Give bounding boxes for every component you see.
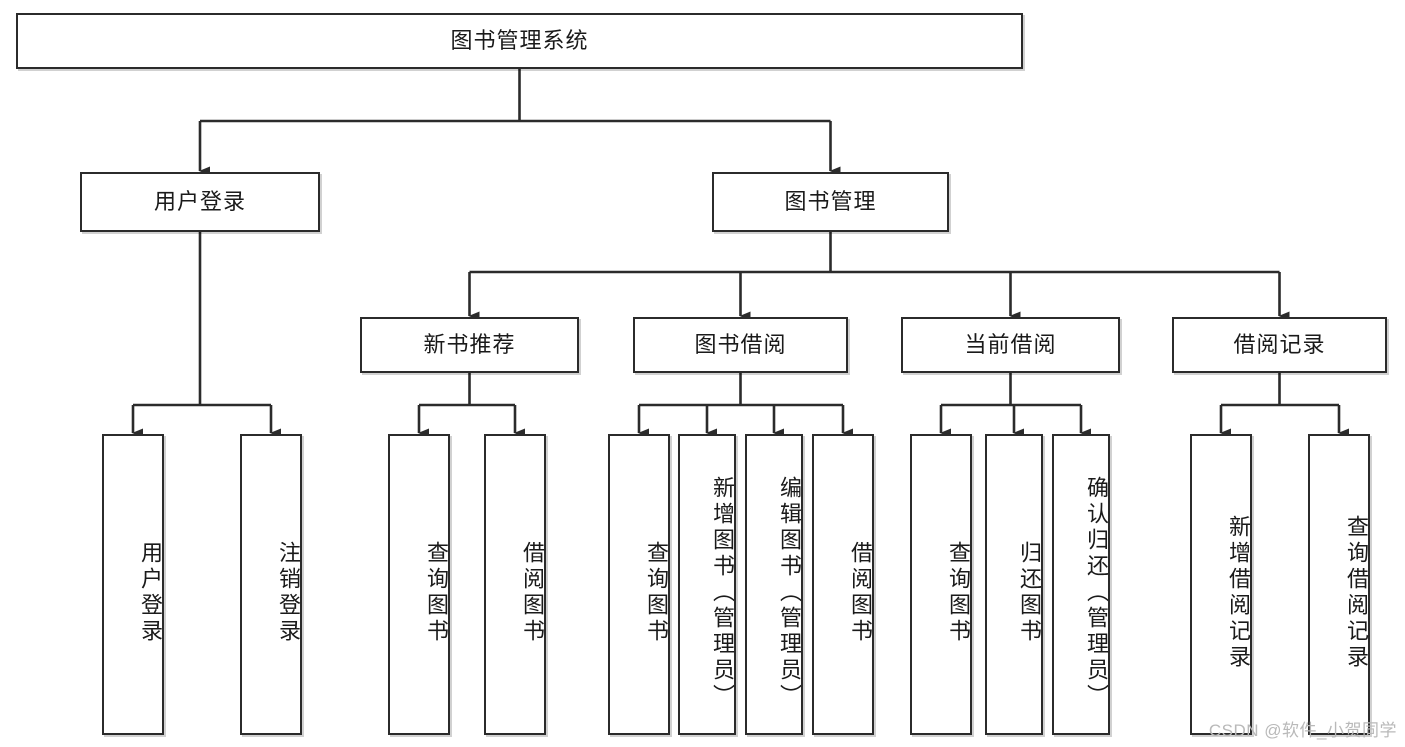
node-leaf-bor-1[interactable]: 查询图书	[608, 434, 670, 735]
node-borrow[interactable]: 图书借阅	[633, 317, 848, 373]
node-label: 查询图书	[424, 540, 449, 645]
node-label: 新增图书（管理员）	[710, 475, 735, 710]
csdn-watermark: CSDN @软件_小贺同学	[1208, 721, 1397, 740]
node-label: 编辑图书（管理员）	[777, 475, 802, 710]
node-label: 归还图书	[1017, 540, 1042, 645]
node-label: 确认归还（管理员）	[1084, 475, 1109, 710]
node-leaf-bor-4[interactable]: 借阅图书	[812, 434, 874, 735]
node-label: 用户登录	[138, 540, 163, 645]
node-label: 图书借阅	[694, 331, 787, 357]
node-leaf-bor-3[interactable]: 编辑图书（管理员）	[745, 434, 803, 735]
node-label: 查询图书	[946, 540, 971, 645]
node-label: 当前借阅	[964, 331, 1057, 357]
node-label: 借阅图书	[520, 540, 545, 645]
node-label: 查询图书	[644, 540, 669, 645]
node-leaf-rec-2[interactable]: 查询借阅记录	[1308, 434, 1370, 735]
node-label: 新增借阅记录	[1226, 514, 1251, 671]
node-label: 查询借阅记录	[1344, 514, 1369, 671]
node-label: 图书管理	[784, 188, 877, 214]
node-leaf-login-1[interactable]: 用户登录	[102, 434, 164, 735]
node-leaf-cur-1[interactable]: 查询图书	[910, 434, 972, 735]
node-newbook[interactable]: 新书推荐	[360, 317, 579, 373]
node-current[interactable]: 当前借阅	[901, 317, 1120, 373]
node-label: 用户登录	[153, 188, 246, 214]
node-bookmgmt[interactable]: 图书管理	[712, 172, 949, 232]
node-leaf-cur-2[interactable]: 归还图书	[985, 434, 1043, 735]
node-leaf-new-2[interactable]: 借阅图书	[484, 434, 546, 735]
node-leaf-bor-2[interactable]: 新增图书（管理员）	[678, 434, 736, 735]
node-label: 新书推荐	[423, 331, 516, 357]
node-label: 注销登录	[276, 540, 301, 645]
node-login[interactable]: 用户登录	[80, 172, 320, 232]
node-records[interactable]: 借阅记录	[1172, 317, 1387, 373]
node-leaf-cur-3[interactable]: 确认归还（管理员）	[1052, 434, 1110, 735]
node-label: 图书管理系统	[450, 27, 589, 53]
node-leaf-rec-1[interactable]: 新增借阅记录	[1190, 434, 1252, 735]
node-root[interactable]: 图书管理系统	[16, 13, 1023, 69]
node-leaf-new-1[interactable]: 查询图书	[388, 434, 450, 735]
node-label: 借阅图书	[848, 540, 873, 645]
node-label: 借阅记录	[1233, 331, 1326, 357]
node-leaf-login-2[interactable]: 注销登录	[240, 434, 302, 735]
